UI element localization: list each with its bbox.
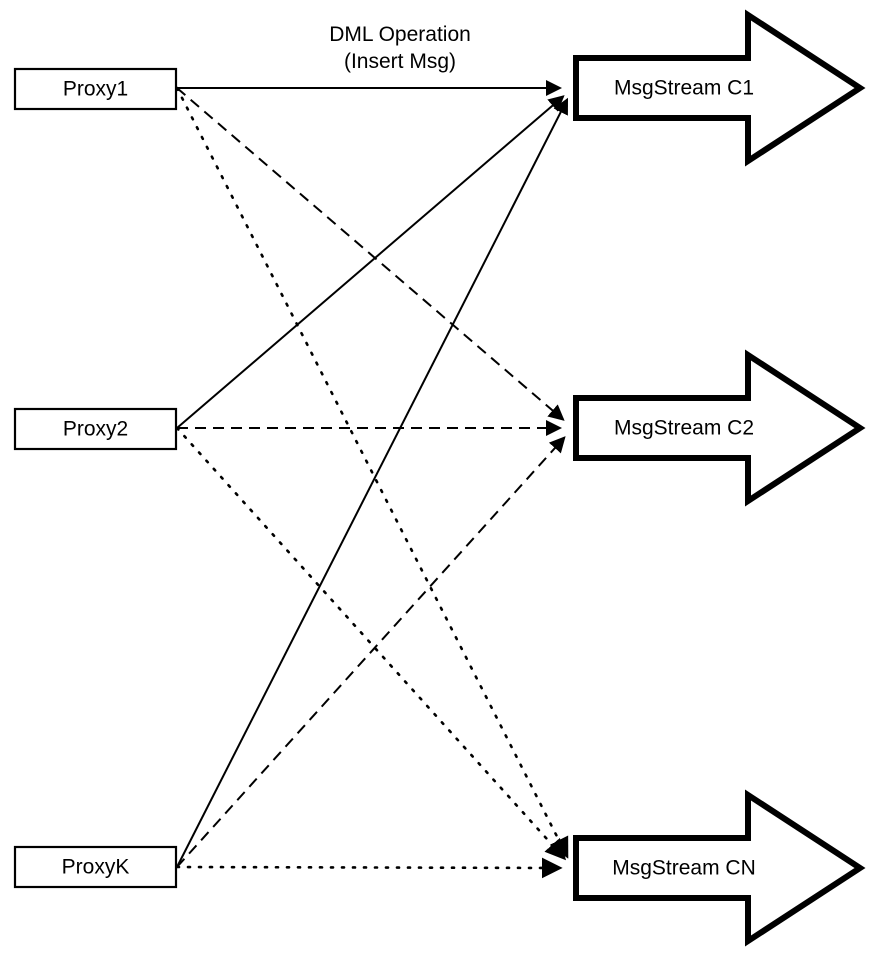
proxy-node-proxy2[interactable]: Proxy2 <box>13 407 178 451</box>
link-line-pk-c1 <box>176 97 569 868</box>
proxy-node-proxy1[interactable]: Proxy1 <box>13 67 178 111</box>
link-line-p1-c2 <box>176 87 565 421</box>
stream-label-c2: MsgStream C2 <box>614 417 754 440</box>
link-p1-cn <box>175 86 569 859</box>
link-line-pk-cn <box>175 857 563 879</box>
link-line-p2-cn <box>175 426 567 861</box>
stream-label-cn: MsgStream CN <box>612 857 756 880</box>
edge-label-line2: (Insert Msg) <box>344 50 456 73</box>
proxy-node-proxyK[interactable]: ProxyK <box>13 845 178 889</box>
streams-layer: MsgStream C1 MsgStream C2 MsgStream CN <box>573 9 866 947</box>
link-p2-cn <box>175 426 567 861</box>
link-line-pk-c2 <box>176 436 566 868</box>
link-line-p2-c1 <box>176 95 565 429</box>
links-layer <box>175 80 569 879</box>
stream-node-c2[interactable]: MsgStream C2 <box>573 349 866 507</box>
stream-node-cn[interactable]: MsgStream CN <box>573 789 866 947</box>
stream-label-c1: MsgStream C1 <box>614 77 754 100</box>
link-line-p1-cn <box>175 86 569 859</box>
proxy-label-proxy2: Proxy2 <box>63 418 128 441</box>
proxy-box-proxy1[interactable] <box>13 67 178 111</box>
stream-arrow-shape-c2[interactable] <box>573 349 866 507</box>
link-pk-c1 <box>176 97 569 868</box>
proxy-label-proxy1: Proxy1 <box>63 78 128 101</box>
proxy-box-proxy2[interactable] <box>13 407 178 451</box>
link-pk-cn <box>175 857 563 879</box>
edge-label-line1: DML Operation <box>329 23 471 46</box>
link-p1-c2 <box>176 87 565 421</box>
stream-arrow-shape-cn[interactable] <box>573 789 866 947</box>
edge-label-dml-operation: DML Operation (Insert Msg) <box>329 23 471 73</box>
link-p2-c1 <box>176 95 565 429</box>
proxy-label-proxyK: ProxyK <box>62 856 130 879</box>
proxy-box-proxyK[interactable] <box>13 845 178 889</box>
stream-arrow-shape-c1[interactable] <box>573 9 866 167</box>
stream-node-c1[interactable]: MsgStream C1 <box>573 9 866 167</box>
link-pk-c2 <box>176 436 566 868</box>
